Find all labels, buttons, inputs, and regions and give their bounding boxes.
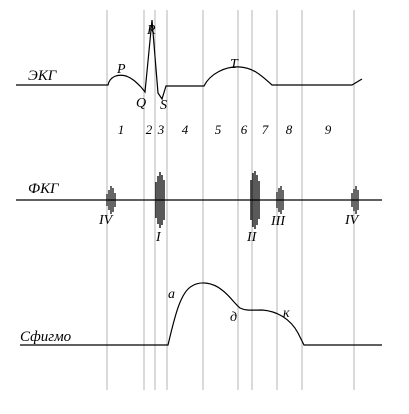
sphygmo-point-k: к <box>283 306 290 321</box>
sound-label-iii: III <box>270 214 286 229</box>
row-label-sphygmo: Сфигмо <box>20 329 72 345</box>
phase-number: 3 <box>157 122 165 137</box>
row-label-fkg: ФКГ <box>28 181 60 197</box>
sphygmo-trace <box>20 282 382 346</box>
phase-number: 9 <box>325 122 332 137</box>
phase-number: 1 <box>118 122 125 137</box>
sphygmo-point-d: д <box>230 310 237 325</box>
phase-number: 2 <box>146 122 153 137</box>
heart-sound-ii <box>250 171 260 229</box>
sphygmo-point-a: а <box>168 287 175 302</box>
heart-sound-i <box>155 172 165 228</box>
phase-number: 6 <box>241 122 248 137</box>
wave-label-q: Q <box>136 96 146 111</box>
wave-label-p: P <box>116 62 126 77</box>
phase-number: 7 <box>262 122 269 137</box>
heart-sound-iv-first <box>106 186 116 214</box>
heart-sound-iv-second <box>351 186 359 214</box>
ecg-trace <box>16 19 363 101</box>
phase-number: 5 <box>215 122 222 137</box>
sound-label-iv-first: IV <box>98 213 114 228</box>
wave-label-t: T <box>230 57 239 72</box>
row-label-ecg: ЭКГ <box>28 68 58 84</box>
wave-label-s: S <box>160 98 167 113</box>
wave-label-r: R <box>146 23 156 38</box>
heart-sound-iii <box>276 186 284 214</box>
phase-number: 4 <box>182 122 189 137</box>
sound-label-i: I <box>155 230 162 245</box>
sound-label-iv-second: IV <box>344 213 360 228</box>
phase-number: 8 <box>286 122 293 137</box>
sound-label-ii: II <box>246 230 258 245</box>
